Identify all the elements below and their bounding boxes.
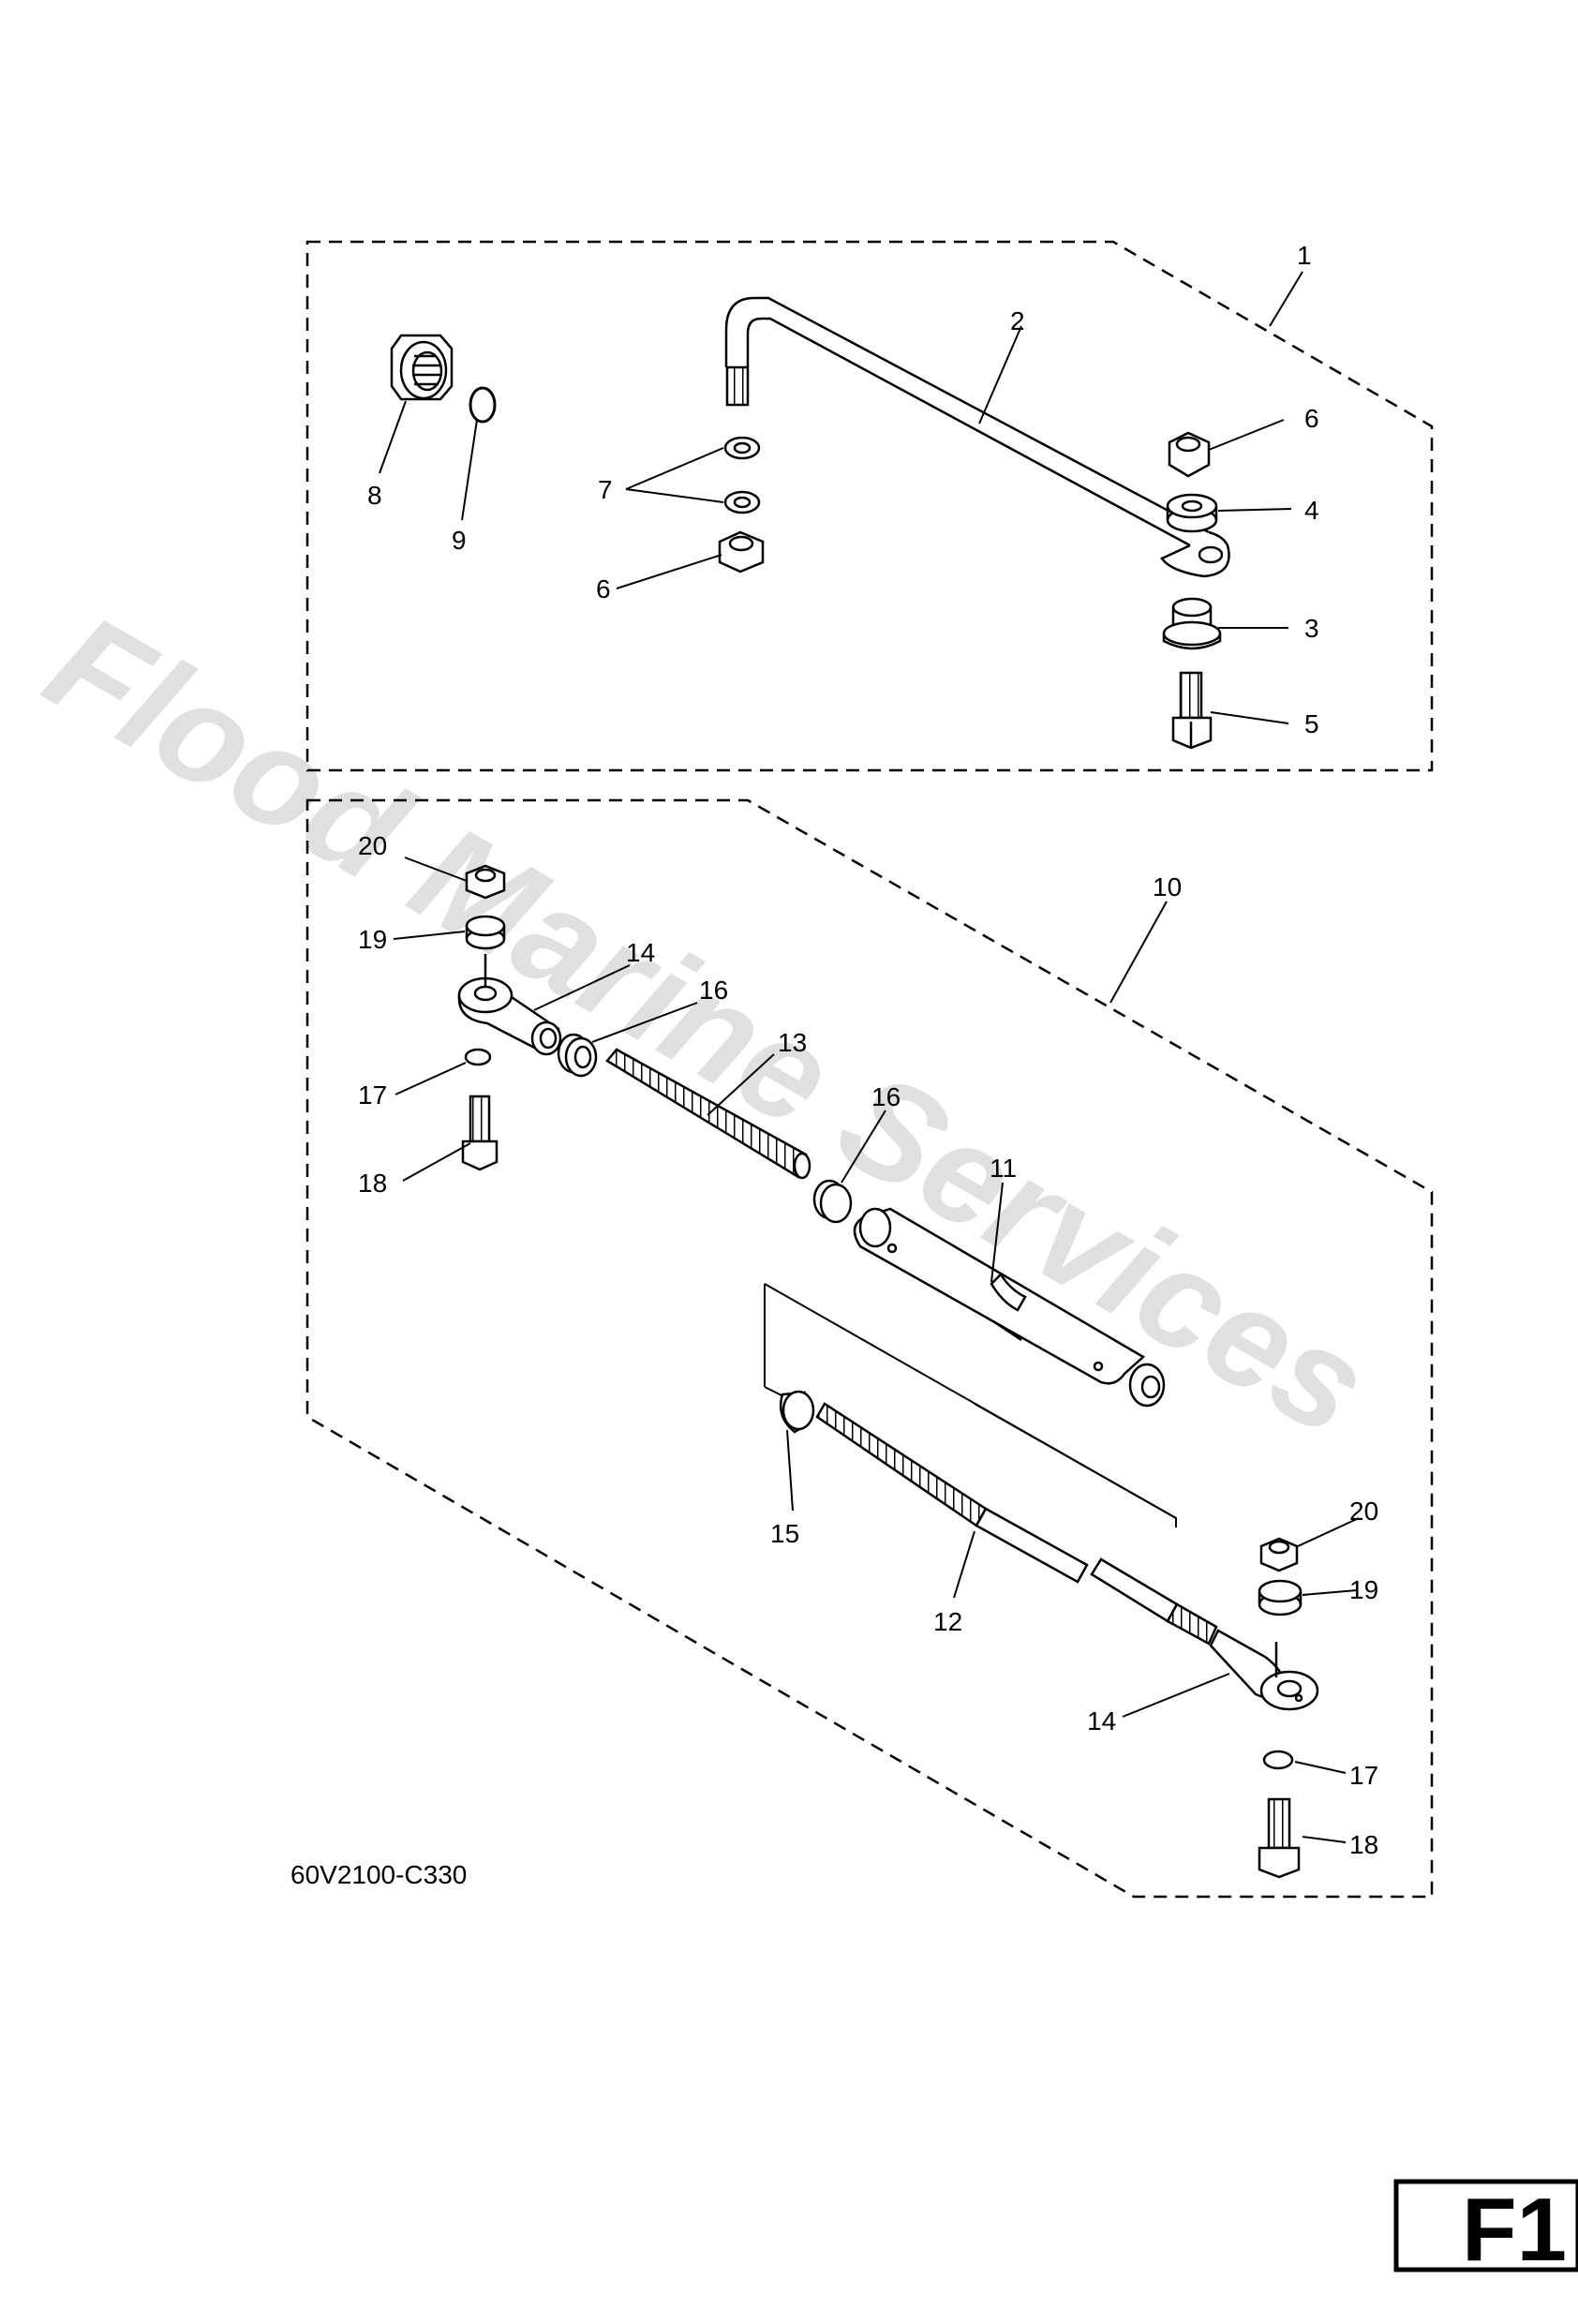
- callout-1: 1: [1297, 241, 1312, 270]
- callout-7: 7: [598, 475, 613, 504]
- part-6-nut-left: [718, 530, 765, 574]
- part-14-rod-end-upper: [457, 954, 562, 1056]
- part-20-nut-lower: [1259, 1537, 1299, 1572]
- part-18-bolt-lower: [1258, 1797, 1301, 1879]
- part-14-rod-end-lower: [1209, 1629, 1319, 1711]
- lower-group-boundary: [305, 798, 1434, 1899]
- callout-4: 4: [1304, 496, 1319, 525]
- callout-19-lower: 19: [1349, 1575, 1378, 1604]
- part-8-nut: [390, 334, 454, 401]
- callout-3: 3: [1304, 614, 1319, 643]
- callout-20-lower: 20: [1349, 1497, 1378, 1526]
- part-19-washer-upper: [465, 915, 506, 950]
- callout-16-lower: 16: [871, 1082, 901, 1111]
- upper-group: [305, 240, 1434, 772]
- part-18-bolt-upper: [461, 1095, 499, 1171]
- lower-callouts: 10 20 19 14 16 13 17 18 16 11 15 12 20 1…: [358, 831, 1378, 1859]
- page-badge: F1: [1393, 2179, 1578, 2280]
- part-6-nut-right: [1168, 431, 1211, 478]
- callout-6-left: 6: [596, 574, 611, 603]
- part-19-washer-lower: [1258, 1579, 1303, 1616]
- callout-19-upper: 19: [358, 925, 387, 954]
- part-3-collar: [1162, 597, 1222, 650]
- callout-15: 15: [770, 1519, 799, 1548]
- callout-17-lower: 17: [1349, 1761, 1378, 1790]
- callout-10: 10: [1153, 872, 1182, 901]
- callout-8: 8: [367, 481, 382, 510]
- part-17-washer-upper: [464, 1048, 492, 1066]
- callout-16-upper: 16: [699, 976, 728, 1005]
- part-16-nut-lower: [812, 1179, 853, 1224]
- callout-18-upper: 18: [358, 1169, 387, 1198]
- callout-14-lower: 14: [1087, 1706, 1116, 1736]
- upper-group-boundary: [305, 240, 1434, 772]
- callout-9: 9: [452, 526, 467, 555]
- callout-20-upper: 20: [358, 831, 387, 860]
- callout-13: 13: [778, 1028, 807, 1057]
- part-20-nut-upper: [465, 864, 506, 900]
- part-4-bushing: [1166, 493, 1218, 533]
- part-2-link-rod: [724, 296, 1230, 578]
- callout-18-lower: 18: [1349, 1830, 1378, 1859]
- part-12-threaded-rod: [815, 1402, 1218, 1646]
- upper-callouts: 1 2 6 4 3 5 7 6 8 9: [367, 241, 1319, 738]
- part-11-tube: [853, 1207, 1166, 1408]
- part-16-nut-upper: [557, 1033, 598, 1078]
- part-13-threaded-stud: [605, 1048, 811, 1180]
- callout-6-right: 6: [1304, 404, 1319, 433]
- callout-11: 11: [990, 1154, 1017, 1183]
- callout-17-upper: 17: [358, 1080, 387, 1110]
- lower-group: [305, 798, 1434, 1899]
- callout-2: 2: [1010, 306, 1025, 335]
- callout-12: 12: [933, 1607, 962, 1636]
- callout-14-upper: 14: [626, 938, 655, 967]
- part-17-washer-lower: [1262, 1750, 1294, 1770]
- part-15-nut: [779, 1390, 815, 1434]
- drawing-code: 60V2100-C330: [290, 1860, 467, 1889]
- lower-leader-lines: [393, 857, 1360, 1843]
- part-5-bolt: [1171, 671, 1213, 750]
- page-label: F1: [1462, 2180, 1567, 2280]
- part-9-o-ring: [469, 386, 497, 424]
- callout-5: 5: [1304, 709, 1319, 738]
- upper-leader-lines: [379, 271, 1303, 724]
